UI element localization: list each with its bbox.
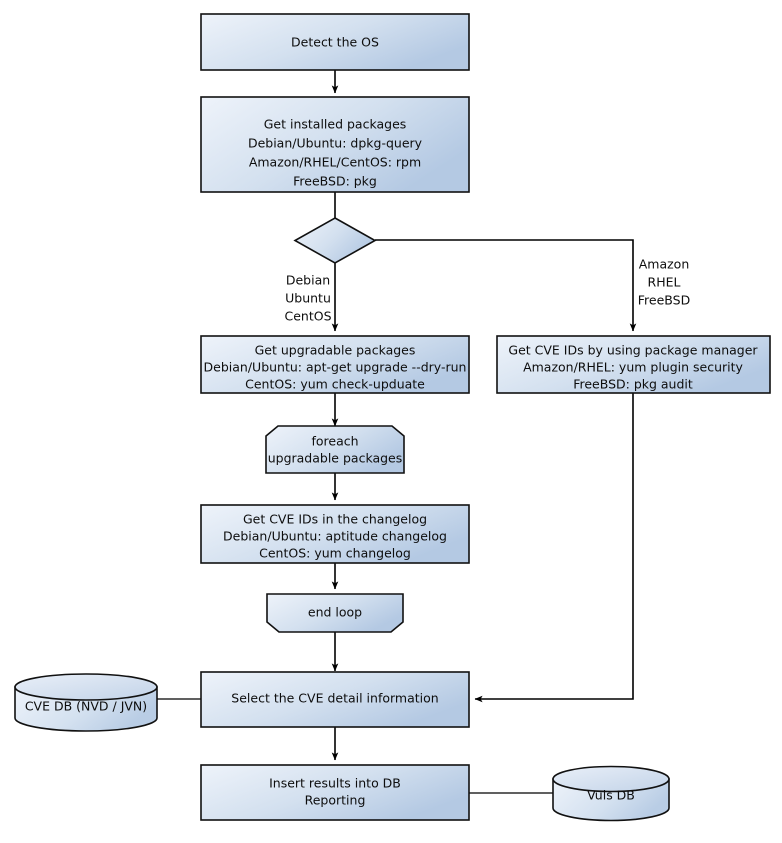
edge-label-left-2: CentOS — [284, 309, 331, 324]
node-cve-db[interactable]: CVE DB (NVD / JVN) — [14, 673, 158, 732]
node-upgradable-line-2: CentOS: yum check-upduate — [245, 377, 425, 392]
connectors — [157, 70, 637, 794]
node-get-upgradable-packages[interactable]: Get upgradable packages Debian/Ubuntu: a… — [200, 335, 470, 394]
node-detect-os[interactable]: Detect the OS — [200, 13, 470, 71]
node-foreach-line-0: foreach — [311, 434, 358, 449]
edge-label-left-1: Ubuntu — [285, 291, 331, 306]
node-upgradable-line-0: Get upgradable packages — [255, 343, 416, 358]
node-select-line-0: Select the CVE detail information — [231, 691, 438, 706]
node-vuls-db[interactable]: Vuls DB — [552, 765, 670, 822]
node-foreach-loop-start[interactable]: foreach upgradable packages — [265, 425, 405, 474]
edge-decision-to-pkgmanager — [375, 239, 637, 332]
node-end-loop[interactable]: end loop — [266, 593, 404, 633]
node-upgradable-line-1: Debian/Ubuntu: apt-get upgrade --dry-run — [204, 360, 467, 375]
node-changelog-line-2: CentOS: yum changelog — [259, 546, 411, 561]
node-insert-line-0: Insert results into DB — [269, 776, 401, 791]
node-get-installed-packages[interactable]: Get installed packages Debian/Ubuntu: dp… — [200, 96, 470, 193]
node-select-cve-detail[interactable]: Select the CVE detail information — [200, 671, 470, 728]
node-foreach-line-1: upgradable packages — [268, 451, 403, 466]
node-insert-line-1: Reporting — [305, 793, 366, 808]
node-installed-line-1: Debian/Ubuntu: dpkg-query — [248, 136, 423, 151]
edge-label-right-2: FreeBSD — [638, 293, 690, 308]
node-vuls-db-label: Vuls DB — [587, 788, 635, 803]
node-os-decision[interactable] — [293, 217, 377, 264]
node-installed-line-3: FreeBSD: pkg — [293, 174, 377, 189]
edge-label-right-1: RHEL — [648, 275, 681, 290]
node-cve-db-label: CVE DB (NVD / JVN) — [25, 699, 147, 714]
node-installed-line-0: Get installed packages — [264, 117, 407, 132]
node-get-cve-ids-changelog[interactable]: Get CVE IDs in the changelog Debian/Ubun… — [200, 504, 470, 564]
node-get-cve-ids-pkg-manager[interactable]: Get CVE IDs by using package manager Ama… — [496, 335, 771, 394]
edge-label-left-0: Debian — [286, 273, 330, 288]
edge-pkgmanager-to-select — [474, 393, 634, 703]
edge-label-right-branch: Amazon RHEL FreeBSD — [638, 257, 690, 308]
node-insert-results[interactable]: Insert results into DB Reporting — [200, 764, 470, 821]
node-changelog-line-0: Get CVE IDs in the changelog — [243, 512, 427, 527]
edge-label-left-branch: Debian Ubuntu CentOS — [284, 273, 331, 324]
node-pkgmanager-line-1: Amazon/RHEL: yum plugin security — [523, 360, 743, 375]
node-pkgmanager-line-0: Get CVE IDs by using package manager — [508, 343, 758, 358]
node-changelog-line-1: Debian/Ubuntu: aptitude changelog — [223, 529, 447, 544]
edge-label-right-0: Amazon — [639, 257, 690, 272]
node-detect-os-line-0: Detect the OS — [291, 35, 379, 50]
node-pkgmanager-line-2: FreeBSD: pkg audit — [573, 377, 693, 392]
node-endloop-line-0: end loop — [308, 605, 362, 620]
node-installed-line-2: Amazon/RHEL/CentOS: rpm — [249, 155, 421, 170]
